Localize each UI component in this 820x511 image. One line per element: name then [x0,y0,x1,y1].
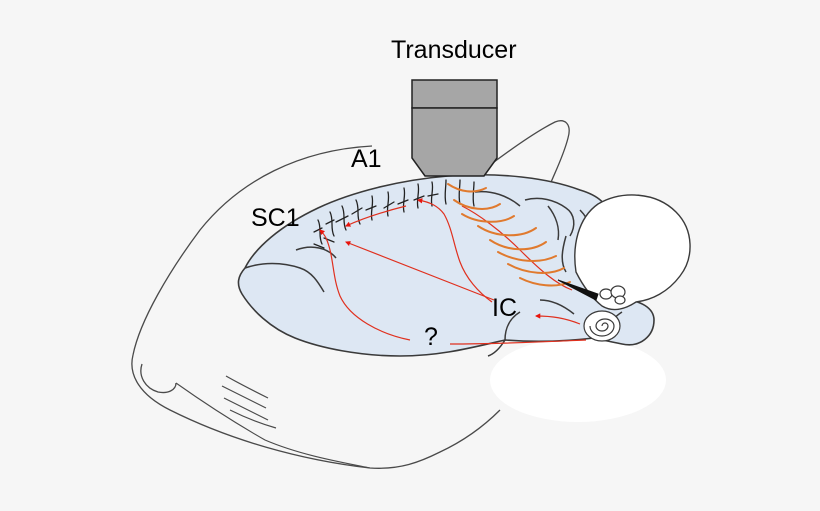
head-outline [131,145,501,469]
unknown-pathway-label: ? [424,323,438,351]
pathway-a1-to-sc1 [345,205,407,227]
transducer-label: Transducer [391,36,517,64]
nose-outline [140,363,177,394]
pathway-unknown-to-sc1 [319,229,411,341]
mouth-line [175,382,371,469]
ossicles [599,285,626,305]
ear-canal-cone [557,279,599,301]
transducer-top [411,79,498,109]
lower-jaw-shape [490,338,666,422]
pathway-ic-to-sc1-direct [344,241,495,301]
whiskers [221,375,277,429]
transducer [411,79,498,177]
ultrasound-waves [447,183,571,287]
cochlea [583,310,621,342]
a1-label: A1 [351,145,382,173]
transducer-body [411,107,498,177]
auditory-pathways [319,198,587,345]
head-ridge [489,120,570,191]
ear-pinna [574,194,691,311]
ic-label: IC [492,294,517,322]
pathway-cochlea-to-ic [534,313,581,325]
sc1-label: SC1 [251,204,300,232]
pathway-cochlea-to-unknown [449,339,587,345]
pathway-ic-to-a1 [416,198,493,303]
